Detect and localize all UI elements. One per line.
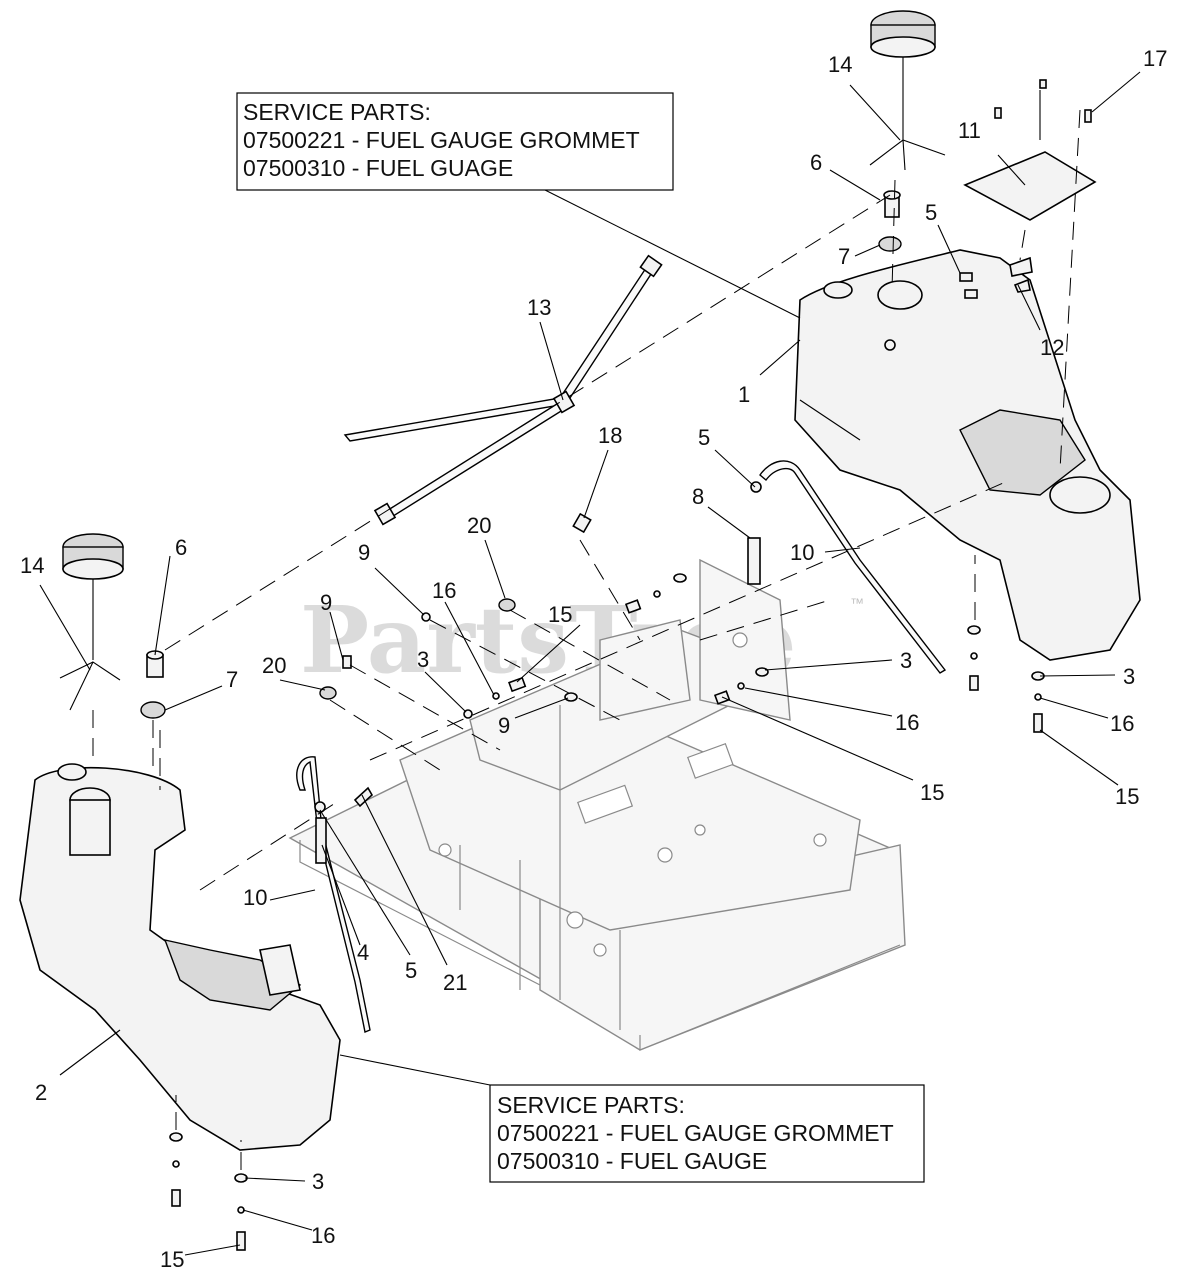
spacer-8 xyxy=(747,537,761,585)
right-fuel-tank xyxy=(794,249,1141,661)
callout-16: 16 xyxy=(1110,711,1134,736)
callout-16: 16 xyxy=(895,710,919,735)
callout-3: 3 xyxy=(900,648,912,673)
callout-5: 5 xyxy=(925,200,937,225)
callout-15: 15 xyxy=(920,780,944,805)
callout-3: 3 xyxy=(417,647,429,672)
service-parts-box-bottom: SERVICE PARTS: 07500221 - FUEL GAUGE GRO… xyxy=(339,1054,925,1183)
callout-20: 20 xyxy=(467,513,491,538)
callout-16: 16 xyxy=(432,578,456,603)
cover-plate xyxy=(963,151,1097,221)
left-fuel-gauge xyxy=(140,650,166,719)
callout-18: 18 xyxy=(598,423,622,448)
callout-13: 13 xyxy=(527,295,551,320)
service-box-top-heading: SERVICE PARTS: xyxy=(243,99,431,125)
frame-assembly xyxy=(288,558,906,1051)
callout-6: 6 xyxy=(175,535,187,560)
callout-14: 14 xyxy=(20,553,44,578)
right-vent-tube xyxy=(759,460,947,674)
screw-17 xyxy=(1084,109,1092,123)
callout-4: 4 xyxy=(357,940,369,965)
callout-10: 10 xyxy=(790,540,814,565)
left-fuel-cap xyxy=(59,533,124,711)
callout-8: 8 xyxy=(692,484,704,509)
callout-9: 9 xyxy=(498,713,510,738)
callout-9: 9 xyxy=(320,590,332,615)
callout-12: 12 xyxy=(1040,335,1064,360)
callout-20: 20 xyxy=(262,653,286,678)
callout-3: 3 xyxy=(312,1169,324,1194)
right-fuel-gauge xyxy=(878,190,902,252)
callout-16: 16 xyxy=(311,1223,335,1248)
callout-11: 11 xyxy=(958,118,981,143)
callout-7: 7 xyxy=(226,667,238,692)
callout-17: 17 xyxy=(1143,46,1167,71)
callout-5: 5 xyxy=(698,425,710,450)
callout-1: 1 xyxy=(738,382,750,407)
callout-numbers: 1 2 3 3 3 3 4 5 5 5 6 6 7 7 8 9 9 9 10 1… xyxy=(20,46,1167,1272)
spacer-4 xyxy=(315,817,327,864)
callout-15: 15 xyxy=(160,1247,184,1272)
callout-14: 14 xyxy=(828,52,852,77)
alignment-lines xyxy=(92,109,1081,1170)
leader-lines xyxy=(39,71,1141,1256)
watermark-tm: ™ xyxy=(850,595,864,611)
service-box-top-line-grommet: 07500221 - FUEL GAUGE GROMMET xyxy=(243,127,640,153)
callout-2: 2 xyxy=(35,1080,47,1105)
service-box-bottom-line-gauge: 07500310 - FUEL GAUGE xyxy=(497,1148,767,1174)
service-box-bottom-heading: SERVICE PARTS: xyxy=(497,1092,685,1118)
service-parts-box-top: SERVICE PARTS: 07500221 - FUEL GAUGE GRO… xyxy=(236,92,801,319)
right-fuel-cap xyxy=(869,10,946,171)
callout-21: 21 xyxy=(443,970,467,995)
callout-7: 7 xyxy=(838,244,850,269)
callout-10: 10 xyxy=(243,885,267,910)
left-fuel-tank xyxy=(19,763,341,1151)
callout-9: 9 xyxy=(358,540,370,565)
callout-15: 15 xyxy=(548,602,572,627)
fuel-line-assembly xyxy=(343,254,663,526)
callout-15: 15 xyxy=(1115,784,1139,809)
service-box-top-line-gauge: 07500310 - FUEL GUAGE xyxy=(243,155,513,181)
left-vent-tube xyxy=(296,756,371,1033)
callout-5: 5 xyxy=(405,958,417,983)
callout-6: 6 xyxy=(810,150,822,175)
service-box-bottom-line-grommet: 07500221 - FUEL GAUGE GROMMET xyxy=(497,1120,894,1146)
callout-3: 3 xyxy=(1123,664,1135,689)
